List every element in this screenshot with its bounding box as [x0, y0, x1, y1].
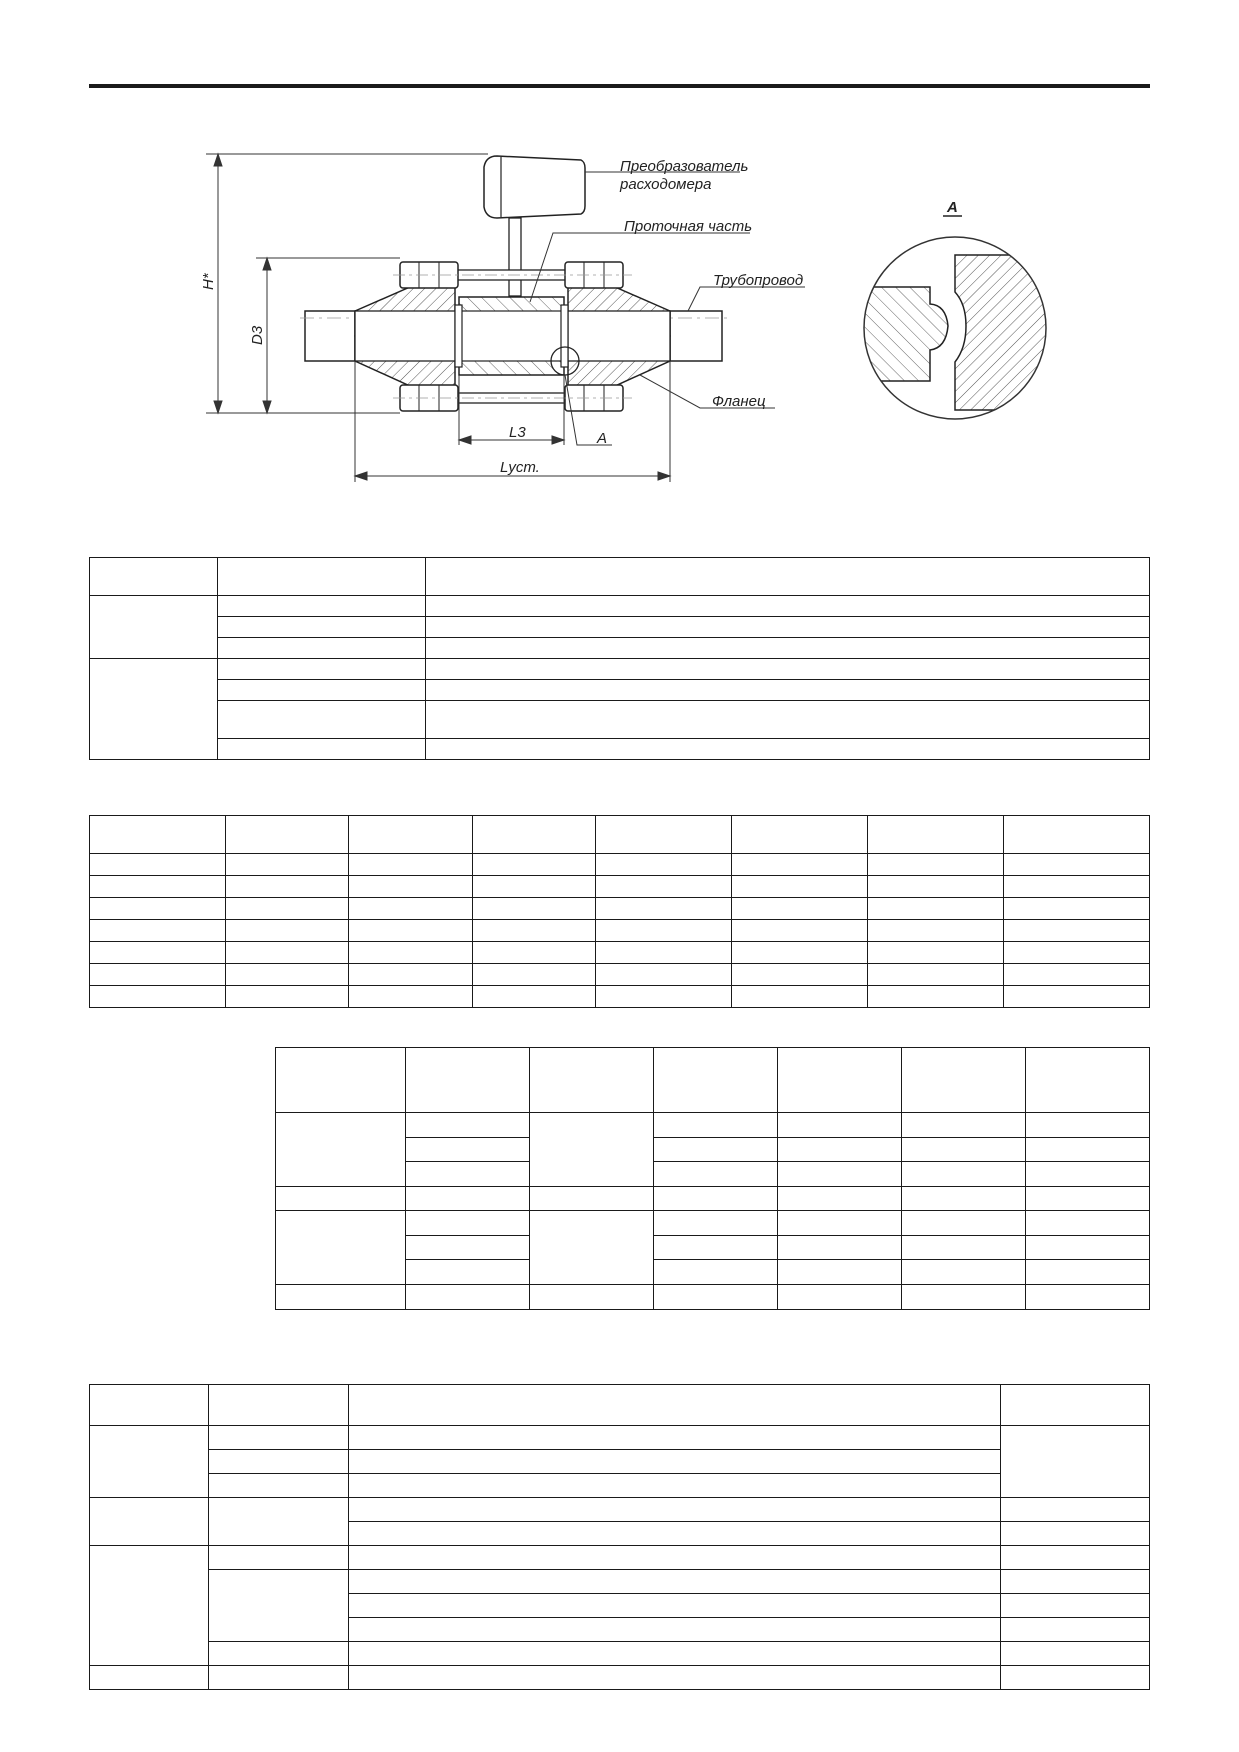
dim-lust-label: Lуст.	[500, 459, 540, 476]
table-row	[89, 557, 1150, 596]
table-row	[90, 1449, 1150, 1474]
table-row	[90, 1617, 1150, 1642]
table-row	[90, 738, 1150, 760]
leader-lines	[529, 171, 805, 446]
converter-label-line1: Преобразователь	[620, 158, 748, 175]
detail-a-view: A	[863, 199, 1047, 420]
table-row	[90, 1641, 1150, 1666]
table-row	[276, 1259, 1150, 1285]
table-row	[275, 1210, 1150, 1285]
table-row	[90, 616, 1150, 638]
flow-part	[454, 296, 580, 376]
table-row	[90, 1569, 1150, 1642]
table-row	[90, 700, 1150, 739]
flowmeter-drawing: Преобразователь расходомера Проточная ча…	[200, 152, 1047, 482]
table-row	[89, 941, 1150, 964]
top-rule	[89, 84, 1150, 88]
table-row	[89, 1497, 1150, 1546]
table-row	[89, 963, 1150, 986]
table-4	[89, 1384, 1150, 1690]
detail-marker-label: A	[596, 430, 607, 447]
table-row	[89, 919, 1150, 942]
table-row	[276, 1235, 1150, 1260]
table-row	[276, 1161, 1150, 1187]
dim-h-label: H*	[200, 272, 217, 290]
table-row	[275, 1047, 1150, 1113]
stud-bolts	[393, 261, 632, 412]
table-row	[89, 897, 1150, 920]
table-row	[89, 1545, 1150, 1666]
table-3	[275, 1047, 1150, 1310]
table-row	[89, 1665, 1150, 1690]
table-row	[89, 595, 1150, 659]
flow-part-label: Проточная часть	[624, 218, 752, 235]
table-row	[275, 1112, 1150, 1187]
dim-d3-label: D3	[249, 325, 266, 345]
dim-l3-label: L3	[509, 424, 526, 441]
table-row	[90, 679, 1150, 701]
table-row	[90, 637, 1150, 659]
flange	[354, 286, 671, 387]
detail-a-title: A	[946, 199, 958, 216]
table-row	[90, 1521, 1150, 1546]
flange-label: Фланец	[712, 393, 766, 410]
table-row	[89, 985, 1150, 1008]
converter-label: Преобразователь расходомера	[619, 158, 748, 193]
table-row	[89, 658, 1150, 760]
dimension-lines	[206, 152, 672, 482]
table-row	[89, 853, 1150, 876]
table-row	[276, 1137, 1150, 1162]
table-row	[275, 1284, 1150, 1310]
table-row	[89, 815, 1150, 854]
converter-label-line2: расходомера	[619, 176, 711, 193]
table-1	[89, 557, 1150, 760]
pipeline	[300, 310, 730, 362]
table-row	[89, 875, 1150, 898]
table-row	[89, 1384, 1150, 1426]
table-row	[275, 1186, 1150, 1211]
table-row	[90, 1473, 1150, 1498]
table-2	[89, 815, 1150, 1008]
pipeline-label: Трубопровод	[713, 272, 803, 289]
table-row	[89, 1425, 1150, 1498]
